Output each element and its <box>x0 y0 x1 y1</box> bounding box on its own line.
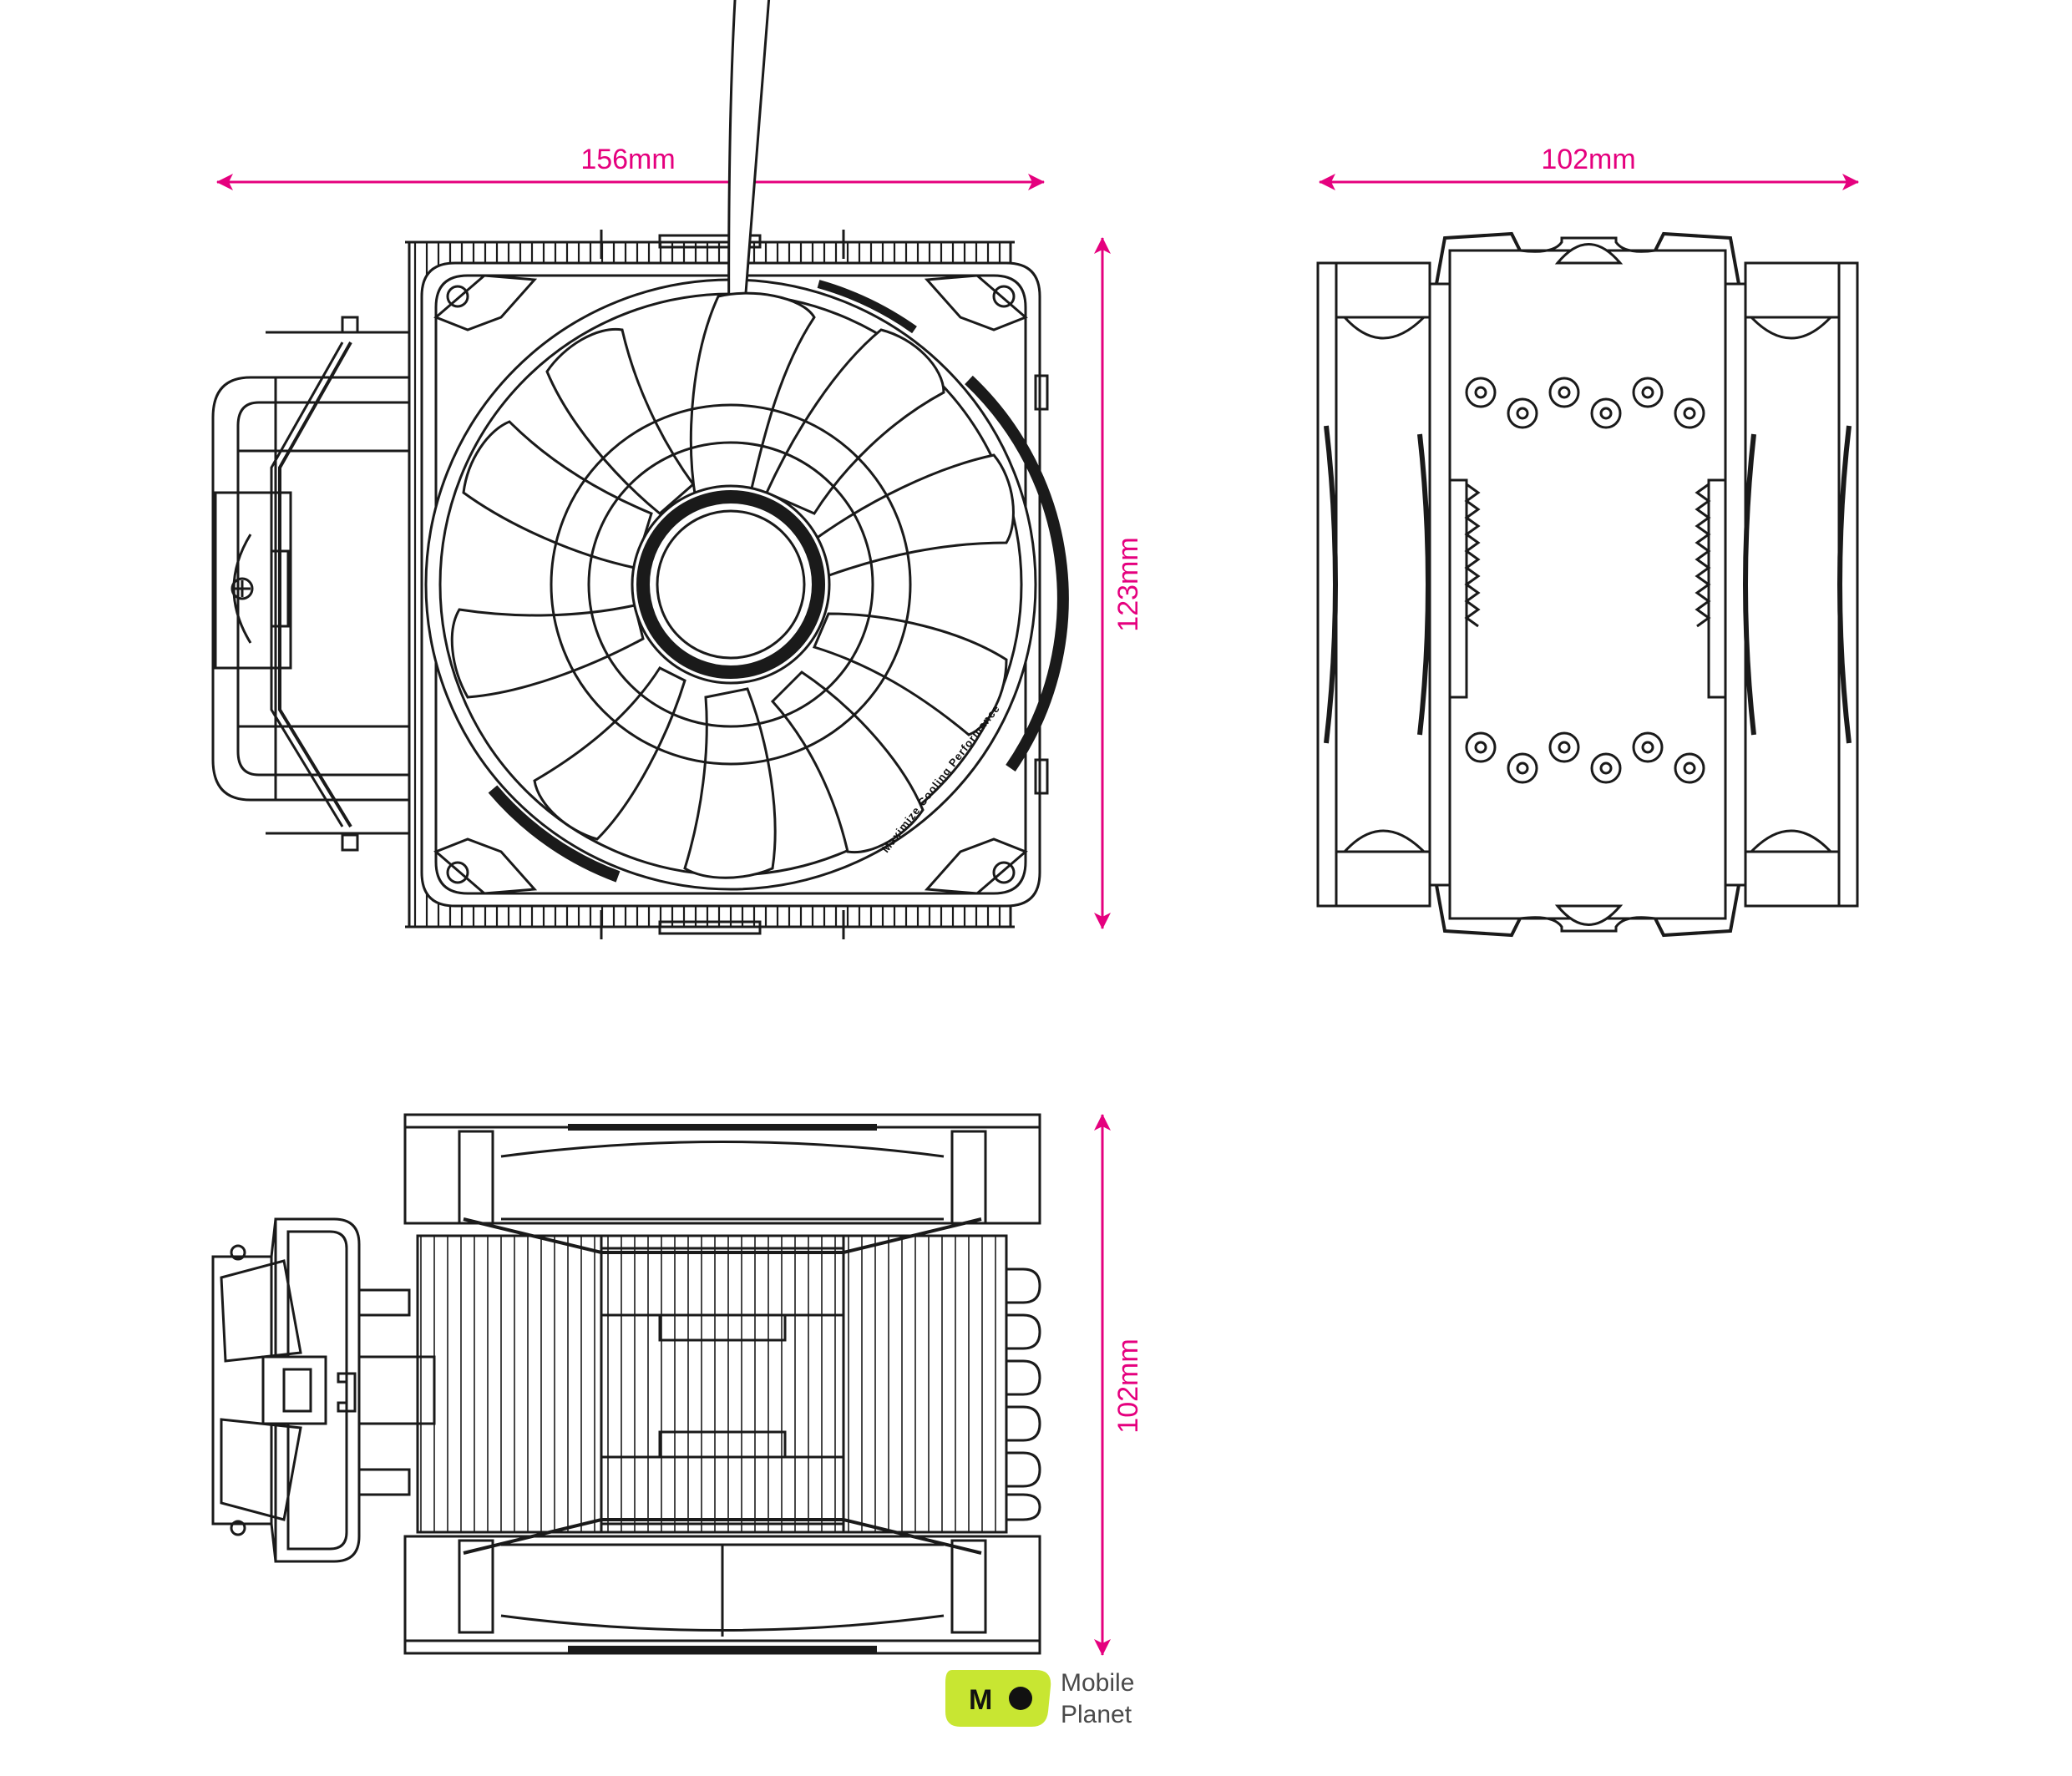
top-down-view-heatpipe-bends <box>1006 1267 1041 1521</box>
side-view <box>1316 231 1859 938</box>
top-down-view-fan-bottom <box>403 1535 1041 1655</box>
dimension-top-height: 123mm <box>1094 237 1144 929</box>
top-down-view-heatsink-fins <box>416 1234 1008 1534</box>
front-fan-hub <box>550 403 912 766</box>
top-down-view-mount <box>211 1217 436 1563</box>
dimension-label-102-side: 102mm <box>1541 144 1635 175</box>
side-view-tower <box>1448 249 1727 920</box>
front-view <box>211 0 1069 939</box>
mobile-planet-logo: M Mobile Planet <box>945 1669 1134 1728</box>
dimension-top-width: 156mm <box>216 144 1045 190</box>
dimension-side-width: 102mm <box>1319 144 1859 190</box>
front-view-mount-bracket <box>211 376 411 802</box>
logo-badge <box>945 1670 1051 1727</box>
front-view-clip-wire <box>266 316 409 852</box>
dimension-label-123: 123mm <box>1112 537 1144 631</box>
dimension-label-156: 156mm <box>580 144 675 175</box>
logo-mark-dot-icon <box>1009 1687 1032 1710</box>
dimension-label-102-bottom: 102mm <box>1112 1338 1144 1433</box>
top-down-view <box>211 1113 1041 1655</box>
side-view-heatpipes-top <box>1465 377 1705 429</box>
logo-mark-m: M <box>969 1684 992 1716</box>
dimension-bottom-height: 102mm <box>1094 1114 1144 1656</box>
top-down-view-fan-top <box>403 1113 1041 1225</box>
side-view-right-fan <box>1724 261 1859 908</box>
side-view-heatpipes-bottom <box>1465 731 1705 784</box>
side-view-left-fan <box>1316 261 1451 908</box>
logo-line2: Planet <box>1061 1701 1132 1728</box>
logo-line1: Mobile <box>1061 1669 1134 1697</box>
